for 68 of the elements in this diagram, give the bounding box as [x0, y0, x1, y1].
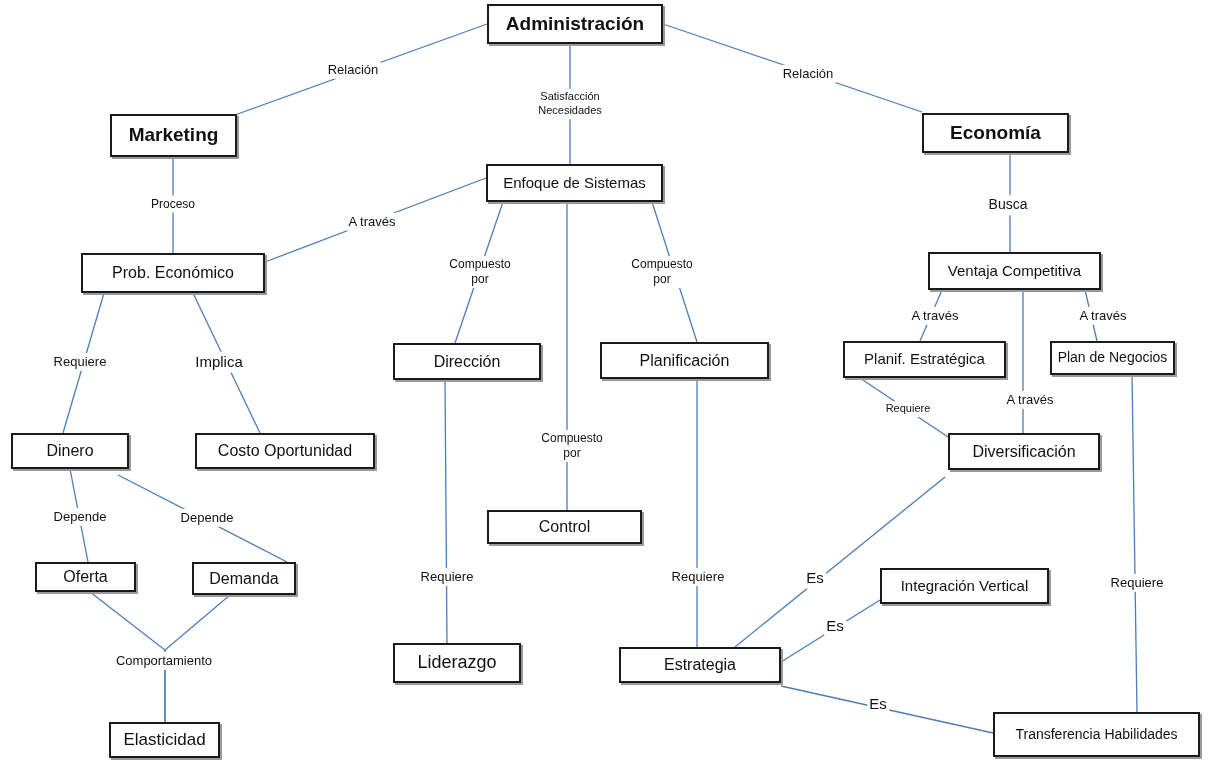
edge-label: Relación: [780, 64, 836, 84]
concept-box: [619, 647, 781, 683]
concept-text: Control: [538, 518, 591, 536]
concept-box: [486, 164, 663, 202]
concept-text: Dinero: [46, 442, 94, 460]
concept-box: [393, 643, 521, 683]
concept-box: [880, 568, 1049, 604]
concept-text: Transferencia Habilidades: [1015, 726, 1178, 743]
concept-box: [81, 253, 265, 293]
concept-box: [487, 4, 663, 44]
concept-text: Oferta: [63, 568, 108, 586]
connector-line: [696, 378, 698, 648]
edge-label: A través: [1077, 306, 1129, 326]
edge-label: Busca: [986, 195, 1030, 215]
edge-label: A través: [909, 306, 961, 326]
connector-line: [780, 685, 994, 734]
connector-line: [734, 476, 946, 648]
concept-text: Planif. Estratégica: [864, 351, 985, 368]
concept-text: Ventaja Competitiva: [947, 262, 1082, 280]
concept-text: Marketing: [128, 125, 219, 146]
edge-label: Relación: [325, 60, 381, 80]
edge-label: Requiere: [1108, 573, 1166, 593]
connector-line: [566, 201, 568, 511]
edge-label: Depende: [51, 507, 109, 527]
concept-text: Enfoque de Sistemas: [503, 174, 646, 192]
concept-box: [487, 510, 642, 544]
concept-box: [11, 433, 129, 469]
concept-box: [393, 343, 541, 380]
connector-line: [62, 292, 105, 434]
concept-text: Plan de Negocios: [1057, 350, 1168, 366]
edge-label: A través: [346, 212, 398, 232]
concept-text: Economía: [950, 122, 1041, 144]
concept-box: [928, 252, 1101, 290]
concept-text: Diversificación: [972, 442, 1076, 461]
concept-box: [192, 562, 296, 595]
concept-text: Dirección: [433, 352, 501, 371]
edge-label: Implica: [193, 351, 245, 373]
concept-box: [1050, 341, 1175, 375]
concept-box: [109, 722, 220, 758]
concept-box: [195, 433, 375, 469]
concept-text: Elasticidad: [123, 730, 206, 750]
concept-text: Integración Vertical: [900, 577, 1029, 595]
concept-text: Estrategia: [663, 656, 736, 674]
edge-label: Depende: [178, 508, 236, 528]
connector-line: [780, 599, 881, 663]
concept-box: [35, 562, 136, 592]
edge-label: Requiere: [51, 352, 109, 372]
concept-box: [600, 342, 769, 379]
concept-text: Planificación: [639, 351, 730, 370]
concept-text: Costo Oportunidad: [217, 442, 353, 460]
edge-label: A través: [1004, 390, 1056, 410]
edge-label: Proceso: [149, 195, 197, 213]
edge-label: Comportamiento: [113, 651, 215, 671]
edge-label: Requiere: [883, 401, 933, 417]
concept-text: Liderazgo: [417, 653, 497, 673]
concept-text: Demanda: [209, 569, 279, 588]
concept-box: [110, 114, 237, 157]
edge-label: Requiere: [669, 567, 727, 587]
concept-text: Administración: [505, 13, 645, 35]
concept-text: Prob. Económico: [112, 264, 234, 282]
connector-line: [444, 379, 448, 644]
connector-line: [1022, 289, 1024, 434]
concept-box: [948, 433, 1100, 470]
concept-box: [843, 341, 1006, 378]
connector-line: [1131, 374, 1138, 713]
concept-box: [993, 712, 1200, 757]
concept-box: [922, 113, 1069, 153]
edge-label: Requiere: [418, 567, 476, 587]
